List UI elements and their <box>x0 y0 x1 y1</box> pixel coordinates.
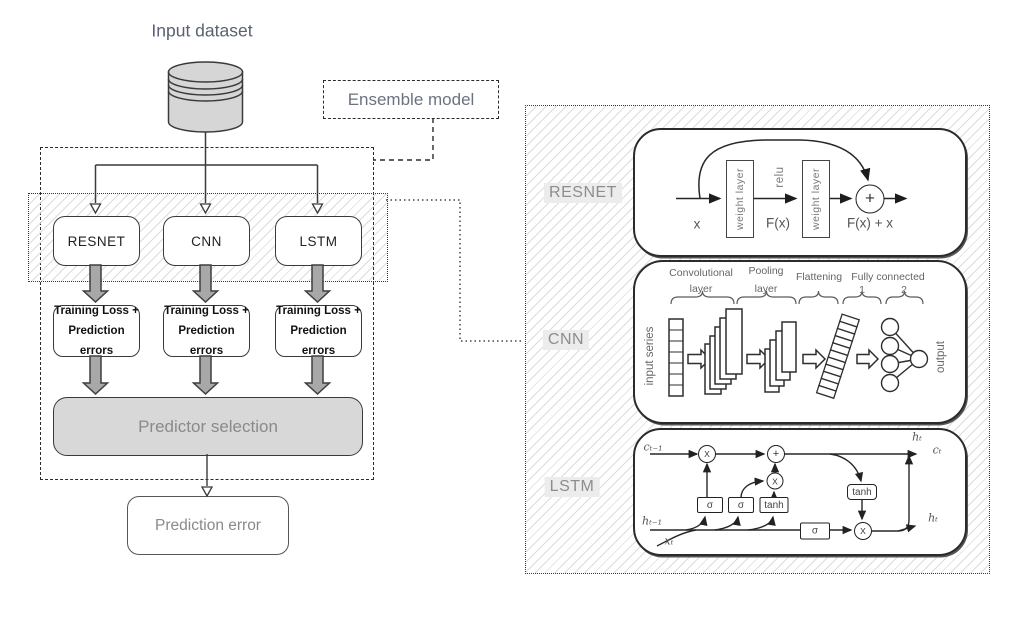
lstm-add-node: + <box>767 445 785 463</box>
lstm-sigma-gate-3: σ <box>800 522 830 540</box>
cnn-stage-fc-1: 1 <box>859 284 865 296</box>
lstm-c-t-label: cₜ <box>932 443 942 457</box>
lstm-tanh-gate-2-label: tanh <box>852 486 872 498</box>
cnn-stage-pool-line1: Pooling <box>748 265 784 277</box>
model-box-lstm: LSTM <box>275 216 362 266</box>
training-box-3: Training Loss + Prediction errors <box>275 305 362 357</box>
detail-panel-connector <box>386 199 524 342</box>
model-box-cnn-label: CNN <box>191 233 222 249</box>
training-box-2-line1: Training Loss + <box>164 305 249 317</box>
prediction-error-box: Prediction error <box>127 496 289 555</box>
lstm-tanh-gate-1-label: tanh <box>764 499 784 511</box>
lstm-multiply-glyph-2: X <box>772 476 778 486</box>
cnn-detail-box <box>633 260 967 424</box>
lstm-h-t-out-label: hₜ <box>928 511 938 525</box>
training-box-1-line2: Prediction errors <box>68 325 125 357</box>
lstm-tanh-gate-1: tanh <box>759 497 789 513</box>
lstm-multiply-node-1: X <box>698 445 716 463</box>
cnn-stage-fc-2: 2 <box>901 284 907 296</box>
database-cylinder-icon <box>167 61 244 133</box>
model-box-cnn: CNN <box>163 216 250 266</box>
cnn-stage-braces <box>670 290 924 305</box>
lstm-multiply-glyph-3: X <box>860 526 866 536</box>
training-box-3-line1: Training Loss + <box>276 305 361 317</box>
weight-layer-1-box: weight layer <box>726 160 754 238</box>
dataset-branch-lines <box>94 132 319 203</box>
cnn-stage-pool-line2: layer <box>754 283 778 295</box>
training-box-1-line1: Training Loss + <box>54 305 139 317</box>
ensemble-model-label: Ensemble model <box>347 89 475 109</box>
relu-label: relu <box>774 166 786 188</box>
weight-layer-1-label: weight layer <box>734 167 746 231</box>
cnn-output-label: output <box>935 341 947 373</box>
ensemble-model-label-box: Ensemble model <box>323 80 499 119</box>
cnn-stage-conv-line1: Convolutional <box>669 267 733 279</box>
resnet-wiring <box>676 139 908 204</box>
prediction-error-label: Prediction error <box>155 516 261 534</box>
section-label-resnet: RESNET <box>544 183 622 203</box>
lstm-multiply-node-2: X <box>766 472 784 490</box>
lstm-sigma-gate-3-label: σ <box>811 525 819 537</box>
weight-layer-2-label: weight layer <box>810 167 822 231</box>
resnet-detail-box <box>633 128 967 257</box>
model-box-resnet: RESNET <box>53 216 140 266</box>
lstm-sigma-gate-1-label: σ <box>706 499 714 511</box>
predictor-selection-label: Predictor selection <box>138 416 278 436</box>
training-box-2: Training Loss + Prediction errors <box>163 305 250 357</box>
cnn-stage-flatten: Flattening <box>795 271 843 283</box>
cnn-stage-fc: Fully connected <box>851 271 925 283</box>
lstm-add-glyph: + <box>772 448 780 460</box>
lstm-tanh-gate-2: tanh <box>847 484 877 500</box>
lstm-sigma-gate-2-label: σ <box>737 499 745 511</box>
cnn-block-arrows <box>687 348 880 370</box>
weight-layer-2-box: weight layer <box>802 160 830 238</box>
thick-arrows <box>81 264 332 396</box>
resnet-x-label: x <box>693 216 701 232</box>
lstm-multiply-glyph-1: X <box>704 449 710 459</box>
cnn-flatten-stack <box>815 313 861 400</box>
ensemble-connector <box>373 118 434 161</box>
open-arrowheads <box>89 203 324 498</box>
training-box-3-line2: Prediction errors <box>290 325 347 357</box>
resnet-fx-plus-x-label: F(x) + x <box>846 215 894 231</box>
predictor-selection-box: Predictor selection <box>53 397 363 456</box>
training-box-2-line2: Prediction errors <box>178 325 235 357</box>
cnn-input-column <box>668 318 684 397</box>
lstm-sigma-gate-1: σ <box>697 497 723 513</box>
resnet-sum-glyph: + <box>865 188 875 208</box>
lstm-h-t-top-label: hₜ <box>912 430 922 444</box>
input-dataset-title: Input dataset <box>151 20 253 41</box>
section-label-cnn: CNN <box>542 330 590 350</box>
model-box-lstm-label: LSTM <box>299 233 338 249</box>
cnn-fc-network <box>880 317 929 393</box>
lstm-x-t-label: xₜ <box>664 534 674 548</box>
lstm-multiply-node-3: X <box>854 522 872 540</box>
cnn-input-series-label: input series <box>644 326 656 386</box>
cnn-pool-stack <box>764 321 797 393</box>
section-label-lstm: LSTM <box>544 477 600 497</box>
cnn-stage-conv-line2: layer <box>689 283 713 295</box>
cnn-conv-stack <box>704 308 743 395</box>
model-box-resnet-label: RESNET <box>67 233 126 249</box>
lstm-h-prev-label: hₜ₋₁ <box>641 514 663 528</box>
lstm-sigma-gate-2: σ <box>728 497 754 513</box>
resnet-sum-node: + <box>855 184 885 213</box>
resnet-fx-label: F(x) <box>766 215 790 231</box>
lstm-c-prev-label: cₜ₋₁ <box>643 440 663 454</box>
